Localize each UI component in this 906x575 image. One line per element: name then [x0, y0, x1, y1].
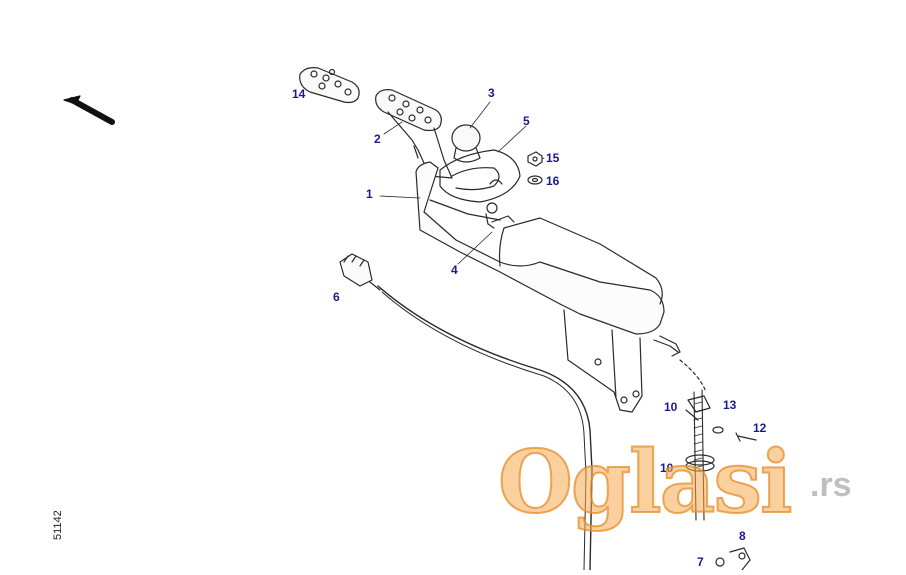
callout-16: 16 [546, 174, 560, 188]
callout-3: 3 [488, 86, 495, 100]
watermark-domain: .rs [810, 466, 852, 504]
callout-14: 13 [723, 398, 737, 412]
part-3-knob [451, 124, 481, 163]
callout-10-lower: 8 [739, 529, 746, 543]
callout-8: 7 [697, 555, 704, 569]
part-12-spring [685, 454, 715, 472]
arrow-up-left-icon [63, 95, 115, 125]
part-14-washer [712, 426, 724, 434]
callout-10-upper: 10 [664, 400, 678, 414]
part-10-bracket [685, 395, 711, 421]
part-16-washer [527, 175, 543, 185]
part-7-pad [299, 67, 360, 104]
callout-15: 15 [546, 151, 560, 165]
callout-6: 6 [333, 290, 340, 304]
callout-5: 5 [523, 114, 530, 128]
callout-12: 10 [660, 461, 674, 475]
part-2-lever-pad [375, 89, 453, 179]
callout-13: 12 [753, 421, 767, 435]
watermark-text: Oglasi [497, 431, 794, 534]
callout-7: 14 [292, 87, 306, 101]
callout-1: 1 [366, 187, 373, 201]
part-15-nut [527, 151, 543, 167]
part-5-boot [439, 149, 521, 203]
part-8-fitting [715, 547, 751, 571]
callout-4: 4 [451, 263, 458, 277]
part-6-cable [339, 253, 593, 571]
drawing-code: 51142 [52, 510, 64, 540]
leader-lines [379, 101, 545, 265]
callout-2: 2 [374, 132, 381, 146]
part-13-screw [735, 432, 757, 442]
part-1-console [415, 161, 681, 413]
